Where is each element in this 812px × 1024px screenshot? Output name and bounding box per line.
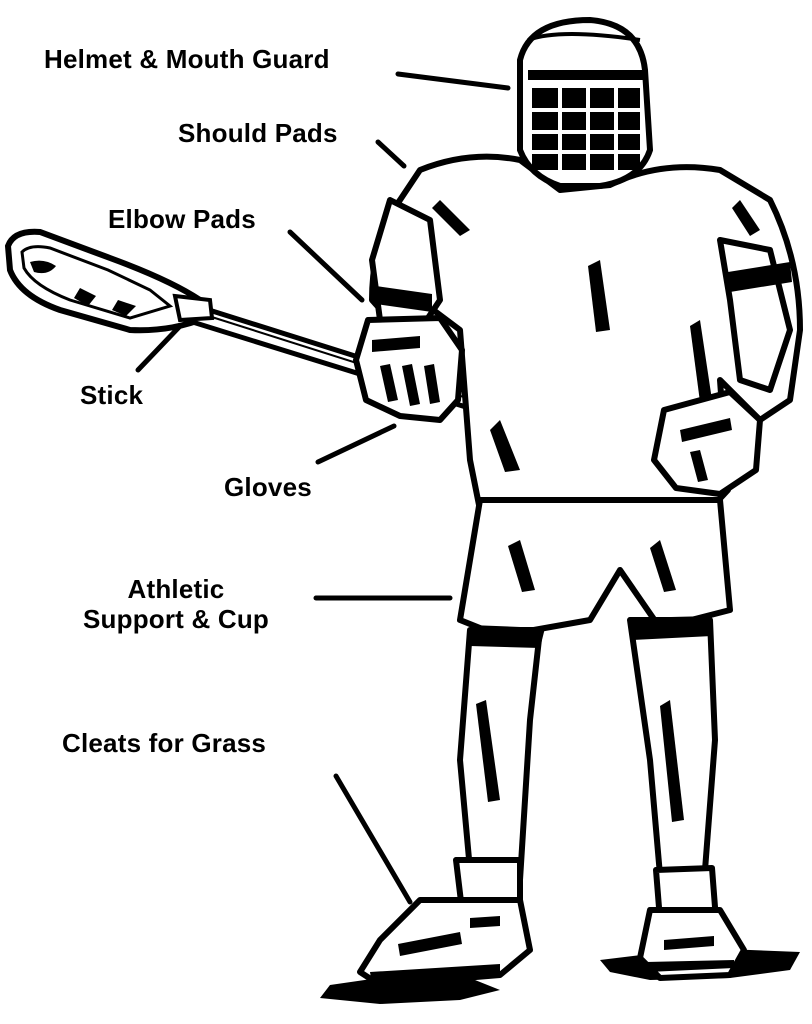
helmet (517, 16, 654, 189)
leader-shoulder (375, 139, 407, 169)
shoe-details (370, 916, 734, 984)
leader-helmet (395, 71, 511, 91)
shoes (357, 857, 747, 988)
glove-shading (372, 336, 732, 482)
leg-left (457, 627, 543, 883)
leader-lines (135, 71, 511, 905)
label-cleats-for-grass: Cleats for Grass (62, 728, 267, 758)
leader-gloves (315, 423, 397, 465)
leader-elbow (287, 229, 365, 303)
glove-right (651, 389, 763, 497)
label-elbow-pads: Elbow Pads (108, 204, 256, 234)
label-stick: Stick (80, 380, 144, 410)
shorts (457, 497, 733, 639)
label-helmet-mouth-guard: Helmet & Mouth Guard (44, 44, 330, 74)
leader-cleats (333, 773, 413, 905)
leader-stick (135, 321, 185, 373)
body-shading (376, 200, 792, 822)
label-athletic-support: Athletic Support & Cup (66, 574, 286, 634)
label-gloves: Gloves (224, 472, 312, 502)
label-athletic-line1: Athletic (127, 574, 225, 604)
label-athletic-line2: Support & Cup (82, 604, 269, 634)
label-shoulder-pads: Should Pads (178, 118, 338, 148)
player-body (369, 153, 803, 883)
